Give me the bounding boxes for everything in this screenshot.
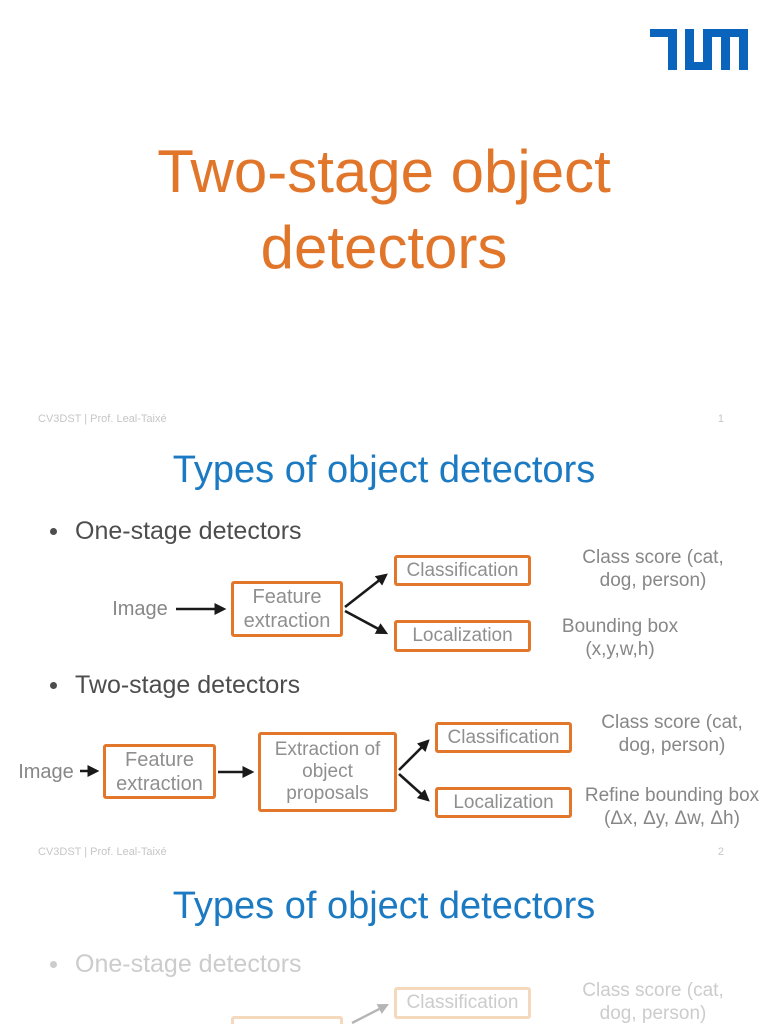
loc-output-line1: Refine bounding box — [584, 785, 760, 806]
feature-box-line2: extraction — [243, 610, 331, 632]
slide-2-title: Types of object detectors — [172, 449, 596, 491]
two-stage-loc-output: Refine bounding box (Δx, Δy, Δw, Δh) — [572, 784, 768, 830]
bullet-dot — [50, 961, 57, 968]
deck-title: Two-stage object detectors — [0, 134, 768, 286]
one-stage-feature-extraction-box: Feature extraction — [231, 581, 343, 637]
feature-box-line1: Feature — [252, 586, 322, 608]
one-stage-localization-box: Localization — [394, 620, 531, 652]
localization-label: Localization — [453, 791, 554, 813]
arrow-proposals-to-classification — [398, 739, 430, 771]
two-stage-input-label: Image — [18, 761, 74, 783]
tum-logo-icon — [650, 29, 748, 70]
localization-label: Localization — [412, 625, 513, 646]
bullet-two-stage: Two-stage detectors — [50, 671, 300, 699]
faded-classification-box: Classification — [394, 987, 531, 1019]
bullet-dot — [50, 528, 57, 535]
faded-arrow-to-classification — [351, 1003, 389, 1024]
loc-output-line1: Bounding box — [561, 616, 679, 637]
deck-title-line1: Two-stage object — [157, 138, 611, 205]
page-number: 1 — [717, 413, 724, 425]
footer-course-label: CV3DST | Prof. Leal-Taixé — [38, 846, 167, 858]
one-stage-loc-output: Bounding box (x,y,w,h) — [520, 615, 720, 661]
two-stage-localization-box: Localization — [435, 787, 572, 818]
one-stage-class-output: Class score (cat, dog, person) — [543, 546, 763, 592]
loc-output-line2: (Δx, Δy, Δw, Δh) — [604, 808, 740, 829]
class-output-line2: dog, person) — [618, 735, 726, 756]
class-output-line1: Class score (cat, — [601, 712, 743, 733]
arrow-feature-to-localization-1 — [344, 609, 389, 635]
loc-output-line2: (x,y,w,h) — [585, 639, 655, 660]
two-stage-feature-extraction-box: Feature extraction — [103, 744, 216, 799]
class-output-line2: dog, person) — [599, 1003, 707, 1024]
bullet-one-stage-label: One-stage detectors — [75, 950, 302, 978]
classification-label: Classification — [447, 726, 560, 748]
feature-box-line2: extraction — [116, 772, 203, 795]
bullet-one-stage: One-stage detectors — [50, 517, 302, 545]
bullet-one-stage-label: One-stage detectors — [75, 517, 302, 545]
class-output-line1: Class score (cat, — [582, 980, 724, 1001]
two-stage-class-output: Class score (cat, dog, person) — [562, 711, 768, 757]
class-output-line2: dog, person) — [599, 570, 707, 591]
class-output-line1: Class score (cat, — [582, 547, 724, 568]
arrow-proposals-to-localization — [398, 773, 430, 802]
two-stage-classification-box: Classification — [435, 722, 572, 753]
arrow-feature-to-classification-1 — [344, 573, 388, 609]
classification-label: Classification — [406, 559, 519, 581]
one-stage-classification-box: Classification — [394, 555, 531, 586]
footer-course-label: CV3DST | Prof. Leal-Taixé — [38, 413, 167, 425]
proposal-box-line2: object — [302, 761, 353, 782]
bullet-dot — [50, 682, 57, 689]
bullet-two-stage-label: Two-stage detectors — [75, 671, 301, 699]
feature-box-line1: Feature — [125, 748, 194, 771]
deck-title-line2: detectors — [260, 214, 508, 281]
slide-3-title: Types of object detectors — [172, 885, 596, 927]
proposal-box-line1: Extraction of — [274, 739, 381, 760]
faded-feature-box-partial — [231, 1016, 343, 1024]
classification-label: Classification — [406, 992, 519, 1013]
proposal-box-line3: proposals — [286, 783, 369, 804]
one-stage-input-label: Image — [112, 598, 168, 620]
faded-class-output: Class score (cat, dog, person) — [543, 979, 763, 1024]
two-stage-proposal-box: Extraction of object proposals — [258, 732, 397, 812]
page-number: 2 — [717, 846, 724, 858]
bullet-one-stage-faded: One-stage detectors — [50, 950, 302, 978]
